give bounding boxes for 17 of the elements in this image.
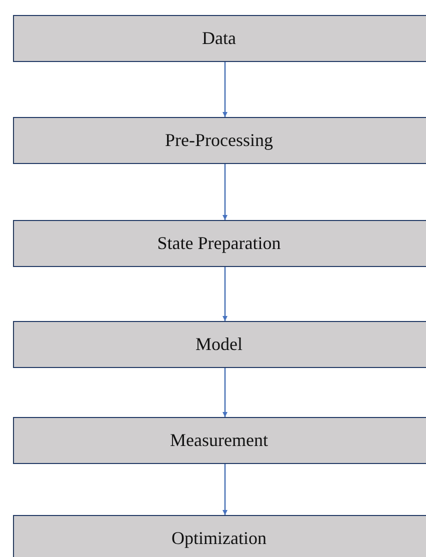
box-label: State Preparation xyxy=(157,233,281,254)
arrow xyxy=(222,464,228,515)
box-label: Model xyxy=(196,334,242,355)
arrow xyxy=(222,267,228,321)
process-box xyxy=(13,15,426,62)
process-box xyxy=(13,321,426,368)
process-box xyxy=(13,220,426,267)
process-box xyxy=(13,417,426,464)
box-label: Data xyxy=(202,28,236,49)
box-label: Pre-Processing xyxy=(165,130,273,151)
process-box xyxy=(13,515,426,557)
arrow xyxy=(222,368,228,417)
arrow xyxy=(222,164,228,220)
process-box xyxy=(13,117,426,164)
box-label: Measurement xyxy=(170,430,268,451)
arrow xyxy=(222,62,228,117)
box-label: Optimization xyxy=(172,528,266,549)
